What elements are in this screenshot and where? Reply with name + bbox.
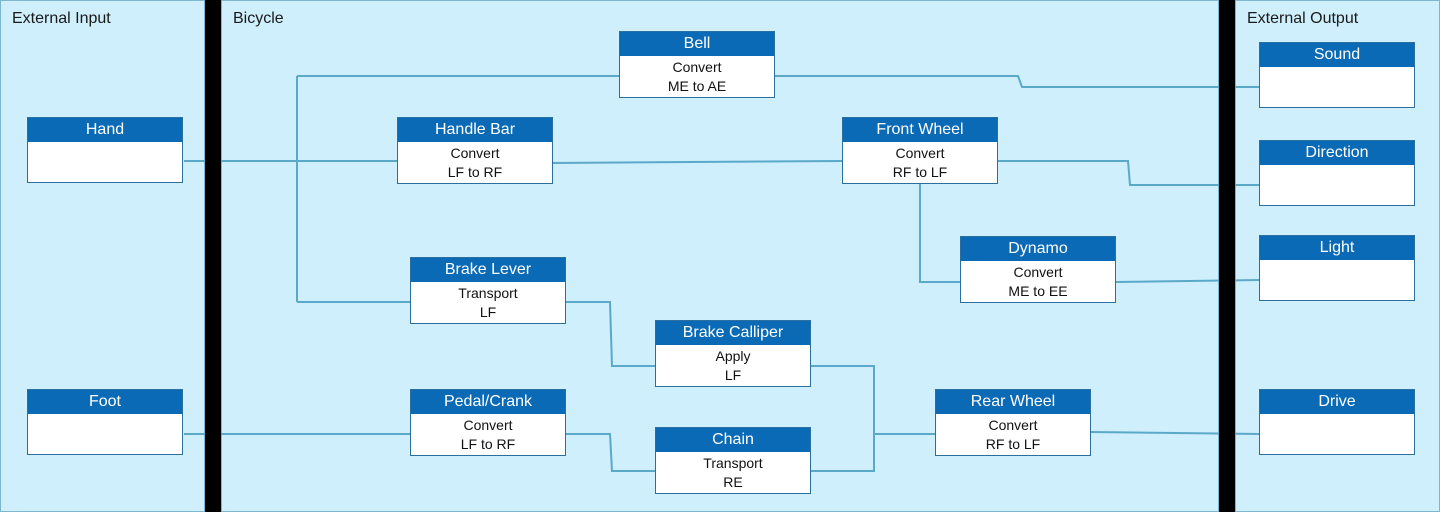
node-dynamo[interactable]: Dynamo Convert ME to EE <box>960 236 1116 303</box>
node-bell-flow: ME to AE <box>667 78 727 94</box>
node-handle-bar-action: Convert <box>450 145 500 161</box>
node-foot-title: Foot <box>28 390 182 414</box>
node-direction[interactable]: Direction <box>1259 140 1415 206</box>
node-hand[interactable]: Hand <box>27 117 183 183</box>
bicycle-title: Bicycle <box>233 10 284 27</box>
node-foot[interactable]: Foot <box>27 389 183 455</box>
divider-left <box>205 0 221 512</box>
node-drive[interactable]: Drive <box>1259 389 1415 455</box>
external-input-title: External Input <box>12 10 111 27</box>
node-sound-title: Sound <box>1260 43 1414 67</box>
divider-right <box>1219 0 1235 512</box>
node-bell-action: Convert <box>672 59 722 75</box>
node-chain-action: Transport <box>703 455 763 471</box>
node-rear-wheel-flow: RF to LF <box>985 436 1041 452</box>
external-output-title: External Output <box>1247 10 1359 27</box>
node-brake-lever-title: Brake Lever <box>411 258 565 282</box>
node-pedal-crank-title: Pedal/Crank <box>411 390 565 414</box>
node-direction-title: Direction <box>1260 141 1414 165</box>
node-bell[interactable]: Bell Convert ME to AE <box>619 31 775 98</box>
node-handle-bar[interactable]: Handle Bar Convert LF to RF <box>397 117 553 184</box>
node-pedal-crank-action: Convert <box>463 417 513 433</box>
node-rear-wheel-title: Rear Wheel <box>936 390 1090 414</box>
node-sound[interactable]: Sound <box>1259 42 1415 108</box>
node-front-wheel-flow: RF to LF <box>892 164 948 180</box>
node-chain-flow: RE <box>723 474 743 490</box>
node-chain-title: Chain <box>656 428 810 452</box>
node-brake-calliper-flow: LF <box>724 367 742 383</box>
node-rear-wheel[interactable]: Rear Wheel Convert RF to LF <box>935 389 1091 456</box>
node-rear-wheel-action: Convert <box>988 417 1038 433</box>
node-brake-calliper-action: Apply <box>715 348 751 364</box>
node-brake-calliper-title: Brake Calliper <box>656 321 810 345</box>
node-bell-title: Bell <box>620 32 774 56</box>
node-brake-lever-flow: LF <box>479 304 497 320</box>
node-handle-bar-flow: LF to RF <box>447 164 503 180</box>
node-pedal-crank[interactable]: Pedal/Crank Convert LF to RF <box>410 389 566 456</box>
node-handle-bar-title: Handle Bar <box>398 118 552 142</box>
node-dynamo-flow: ME to EE <box>1008 283 1068 299</box>
node-front-wheel[interactable]: Front Wheel Convert RF to LF <box>842 117 998 184</box>
node-hand-title: Hand <box>28 118 182 142</box>
node-dynamo-action: Convert <box>1013 264 1063 280</box>
node-light[interactable]: Light <box>1259 235 1415 301</box>
node-brake-lever-action: Transport <box>458 285 518 301</box>
node-drive-title: Drive <box>1260 390 1414 414</box>
node-pedal-crank-flow: LF to RF <box>460 436 516 452</box>
node-light-title: Light <box>1260 236 1414 260</box>
node-front-wheel-action: Convert <box>895 145 945 161</box>
node-dynamo-title: Dynamo <box>961 237 1115 261</box>
node-front-wheel-title: Front Wheel <box>843 118 997 142</box>
